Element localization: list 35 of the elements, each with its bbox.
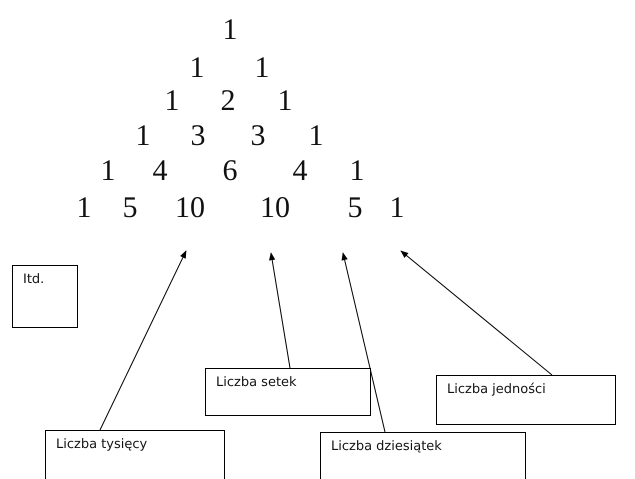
number: 4	[292, 156, 308, 186]
number: 1	[76, 193, 92, 223]
number: 1	[254, 53, 270, 83]
number: 1	[222, 15, 238, 45]
label-box	[436, 375, 616, 425]
label-box	[320, 432, 526, 479]
arrow	[400, 250, 552, 376]
label-box	[45, 430, 225, 479]
number: 2	[220, 86, 236, 116]
box-label: Liczba setek	[216, 375, 297, 390]
number: 1	[278, 86, 292, 116]
box-label: Liczba tysięcy	[56, 437, 148, 452]
number: 1	[308, 121, 324, 151]
arrow	[269, 252, 290, 368]
box-label: Itd.	[23, 272, 44, 287]
number: 1	[190, 53, 204, 83]
box-label: Liczba jedności	[447, 382, 546, 397]
box-label: Liczba dziesiątek	[331, 439, 442, 454]
number: 10	[175, 193, 205, 223]
number: 1	[164, 86, 180, 116]
label-box	[12, 265, 78, 328]
label-box	[205, 368, 371, 416]
arrow	[342, 252, 386, 432]
number: 1	[136, 121, 150, 151]
number: 4	[152, 156, 168, 186]
number: 3	[250, 121, 266, 151]
number: 5	[122, 193, 138, 223]
number: 1	[350, 156, 364, 186]
arrow	[100, 250, 186, 430]
number: 6	[222, 156, 238, 186]
number: 5	[348, 193, 362, 223]
number: 10	[260, 193, 290, 223]
number: 1	[100, 156, 116, 186]
number: 1	[390, 193, 404, 223]
number: 3	[190, 121, 206, 151]
